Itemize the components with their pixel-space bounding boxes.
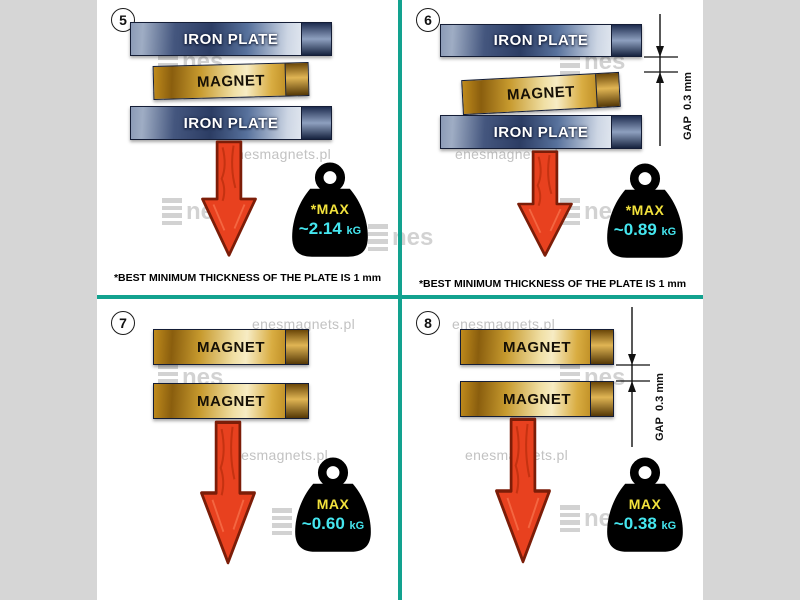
weight-number: ~0.89 [613,220,657,239]
weight-kettlebell: *MAX ~0.89 kG [602,163,688,263]
panel-number: 7 [119,315,127,331]
enes-logo-icon [162,198,182,225]
bar-endcap [611,25,641,56]
gap-dimension-lines [616,307,658,447]
gap-spacer [682,110,694,116]
gap-label: GAP 0.3 mm [654,325,666,441]
weight-unit: kG [349,520,365,532]
pull-force-arrow [513,150,577,258]
gap-label: GAP 0.3 mm [682,24,694,140]
magnet-label: MAGNET [503,338,571,356]
panel-number-badge: 8 [416,311,440,335]
kettlebell-icon [607,457,683,552]
gap-name: GAP [654,417,666,441]
magnet-label: MAGNET [196,71,266,91]
watermark-text: enesmagnets.pl [252,316,356,332]
panel-number: 8 [424,315,432,331]
magnet-bar: MAGNET [461,71,621,116]
panel-number: 5 [119,12,127,28]
weight-value: ~0.38 kG [602,515,688,532]
bar-endcap [284,384,308,418]
weight-kettlebell: MAX ~0.38 kG [602,457,688,557]
weight-value: ~0.60 kG [290,515,376,532]
bar-endcap [611,116,641,148]
magnet-label: MAGNET [197,338,265,356]
kettlebell-icon [295,457,371,552]
iron-plate-bar-top: IRON PLATE [440,24,642,57]
enes-logo-icon [368,224,388,251]
gap-value: 0.3 mm [654,373,666,412]
panel-number: 6 [424,12,432,28]
weight-value: ~2.14 kG [287,220,373,237]
magnet-bar-bottom: MAGNET [153,383,309,419]
panel-number-badge: 6 [416,8,440,32]
gap-value: 0.3 mm [682,72,694,111]
gap-dimension-lines [644,14,686,146]
weight-unit: kG [346,225,362,237]
weight-kettlebell: MAX ~0.60 kG [290,457,376,557]
magnet-bar-top: MAGNET [153,329,309,365]
watermark-text: enesmagnets.pl [225,447,329,463]
weight-unit: kG [661,520,677,532]
kettlebell-icon [292,162,368,257]
panel-number-badge: 7 [111,311,135,335]
magnet-bar-top: MAGNET [460,329,614,365]
magnet-label: MAGNET [506,83,576,104]
max-label: MAX [628,496,662,512]
footnote-text: *BEST MINIMUM THICKNESS OF THE PLATE IS [113,272,351,284]
footnote-text: *BEST MINIMUM THICKNESS OF THE PLATE IS [418,278,656,290]
bar-endcap [590,382,613,416]
iron-plate-label: IRON PLATE [183,30,279,48]
weight-number: ~2.14 [298,219,342,238]
bar-endcap [594,72,620,108]
right-margin [703,0,800,600]
magnet-label: MAGNET [503,390,571,408]
gap-name: GAP [682,116,694,140]
iron-plate-bar-top: IRON PLATE [130,22,332,56]
weight-value: ~0.89 kG [602,221,688,238]
iron-plate-bar-bottom: IRON PLATE [440,115,642,149]
iron-plate-label: IRON PLATE [493,123,589,141]
weight-number: ~0.38 [613,514,657,533]
kettlebell-icon [607,163,683,258]
left-margin [0,0,97,600]
weight-number: ~0.60 [301,514,345,533]
iron-plate-bar-bottom: IRON PLATE [130,106,332,140]
bar-endcap [301,107,331,139]
max-label: *MAX [625,202,665,218]
gap-spacer [654,411,666,417]
watermark-text: enesmagnets.pl [452,316,556,332]
magnet-bar-bottom: MAGNET [460,381,614,417]
bar-endcap [301,23,331,55]
magnet-label: MAGNET [197,392,265,410]
divider-vertical [398,0,402,600]
max-label: *MAX [310,201,350,217]
divider-horizontal [97,295,703,299]
enes-logo-icon [272,508,292,535]
panel-8: 8 MAGNET MAGNET GAP 0.3 mm [402,299,703,600]
iron-plate-label: IRON PLATE [493,32,589,49]
footnote-bold: 1 mm [353,272,382,284]
pull-force-arrow [491,417,555,565]
bar-endcap [590,330,613,364]
pull-force-arrow [197,140,261,258]
panel-7: 7 MAGNET MAGNET MAX ~0.60 kG [97,299,398,600]
watermark-text: enesmagnets.pl [228,146,332,162]
magnet-bar: MAGNET [152,61,310,101]
footnote-bold: 1 mm [658,278,687,290]
iron-plate-label: IRON PLATE [183,114,279,132]
bar-endcap [284,62,309,96]
bar-endcap [284,330,308,364]
enes-logo-icon [560,505,580,532]
pull-force-arrow [196,420,260,566]
panel-5: 5 IRON PLATE MAGNET IRON PLATE * [97,0,398,295]
weight-kettlebell: *MAX ~2.14 kG [287,162,373,262]
weight-unit: kG [661,226,677,238]
max-label: MAX [316,496,350,512]
panel-6: 6 IRON PLATE MAGNET IRON PLATE GAP [402,0,703,295]
